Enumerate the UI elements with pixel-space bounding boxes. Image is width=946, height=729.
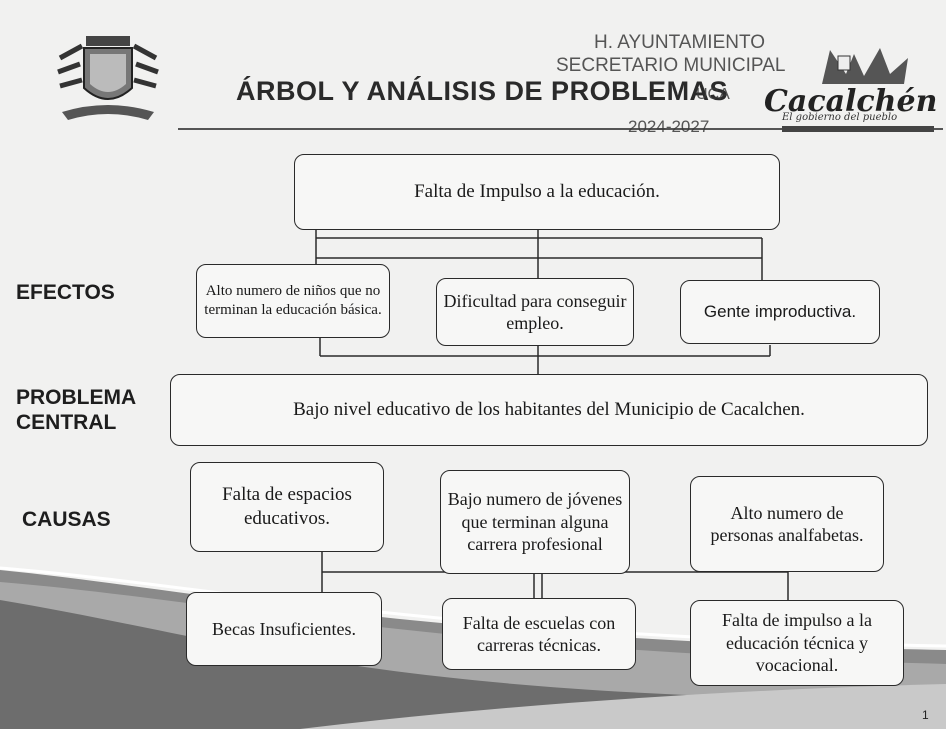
brand-bar [782,126,934,132]
label-problema-central-1: PROBLEMA [16,386,137,409]
cause-box-1: Falta de espacios educativos. [190,462,384,552]
stamp-line-2: SECRETARIO MUNICIPAL [556,55,786,76]
brand-name: Cacalchén [764,84,938,119]
cause-box-2: Bajo numero de jóvenes que terminan algu… [440,470,630,574]
effect-box-1: Alto numero de niños que no terminan la … [196,264,390,338]
stamp-line-3: UCA [696,86,730,103]
label-efectos: EFECTOS [16,281,115,304]
stamp-line-4: 2024-2027 [628,117,710,136]
label-causas: CAUSAS [22,508,111,531]
effect-box-3: Gente improductiva. [680,280,880,344]
brand-slogan: El gobierno del pueblo [782,112,898,123]
cause-box-3: Alto numero de personas analfabetas. [690,476,884,572]
top-problem-box: Falta de Impulso a la educación. [294,154,780,230]
page-title: ÁRBOL Y ANÁLISIS DE PROBLEMAS [236,76,729,106]
title-divider [178,128,943,130]
label-problema-central-2: CENTRAL [16,411,117,434]
page-number: 1 [922,708,929,722]
root-cause-box-3: Falta de impulso a la educación técnica … [690,600,904,686]
root-cause-box-1: Becas Insuficientes. [186,592,382,666]
effect-box-2: Dificultad para conseguir empleo. [436,278,634,346]
central-problem-box: Bajo nivel educativo de los habitantes d… [170,374,928,446]
municipal-crest-logo [57,36,159,120]
cacalchen-emblem-icon [822,48,908,84]
stamp-line-1: H. AYUNTAMIENTO [594,32,766,53]
root-cause-box-2: Falta de escuelas con carreras técnicas. [442,598,636,670]
